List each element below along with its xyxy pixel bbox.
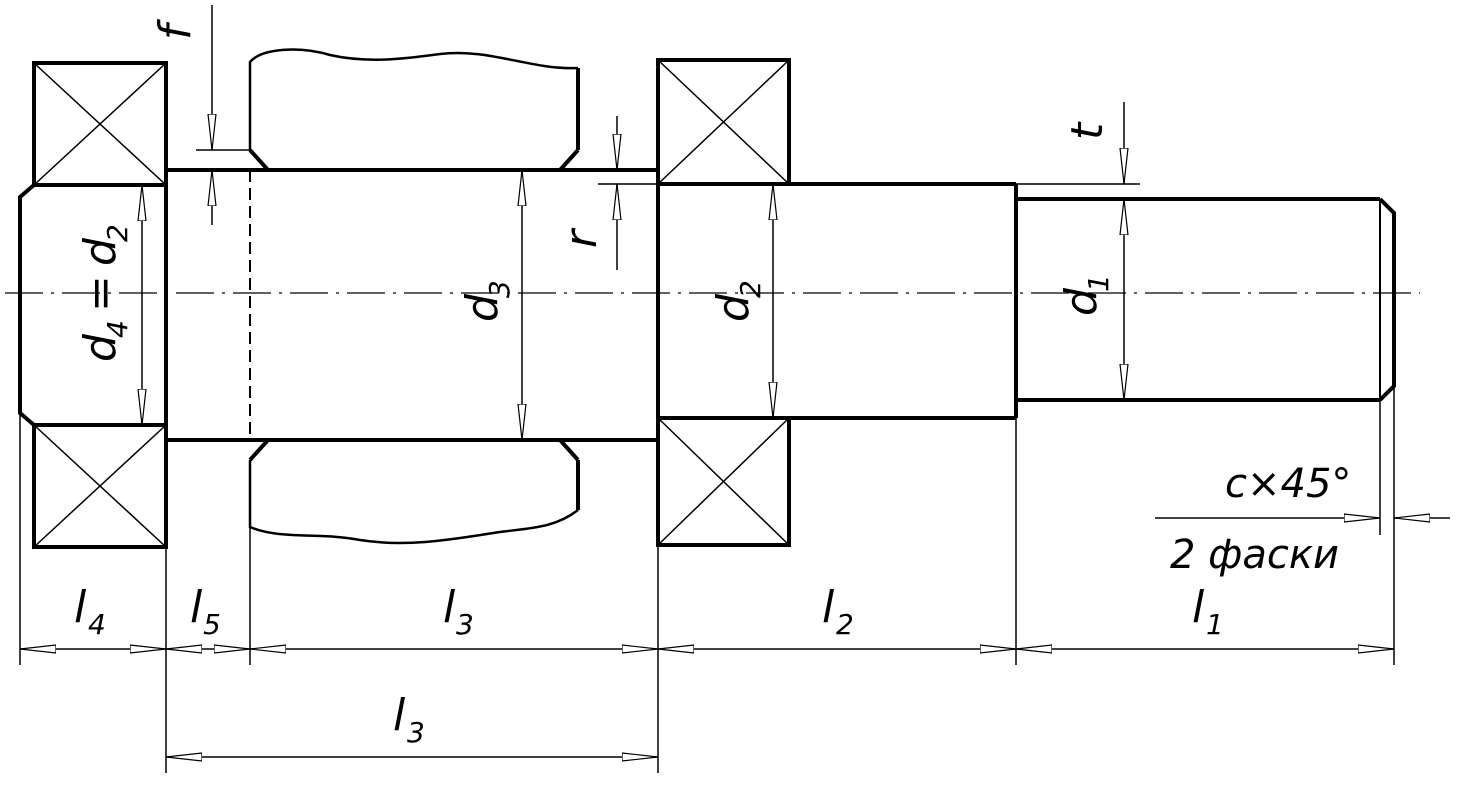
label-l5: l 5: [190, 582, 221, 641]
svg-text:1: 1: [1082, 274, 1115, 292]
svg-text:l: l: [393, 690, 406, 741]
svg-text:d: d: [75, 237, 126, 266]
label-d2: d 2: [708, 280, 767, 322]
label-d1: d 1: [1056, 274, 1115, 316]
extension-lines: [19, 149, 1395, 773]
svg-text:2: 2: [101, 224, 134, 242]
chamfer-size: c×45°: [1225, 461, 1351, 507]
svg-text:l: l: [1192, 582, 1205, 633]
bearing-right-top: [656, 58, 791, 186]
svg-text:f: f: [150, 18, 201, 40]
label-d3: d 3: [457, 280, 516, 322]
label-l3-top: l 3: [443, 582, 474, 641]
label-l4: l 4: [74, 582, 106, 641]
svg-text:d: d: [1056, 287, 1107, 316]
label-d4-eq-d2: d 4 = d 2: [75, 224, 134, 362]
svg-text:l: l: [74, 582, 87, 633]
svg-text:3: 3: [407, 716, 425, 749]
svg-text:d: d: [457, 293, 508, 322]
svg-text:2: 2: [836, 608, 854, 641]
svg-text:3: 3: [456, 608, 474, 641]
label-l3-bottom: l 3: [393, 690, 425, 749]
label-t: t: [1062, 121, 1113, 140]
bearing-right-bottom: [656, 416, 791, 547]
svg-text:l: l: [190, 582, 203, 633]
svg-text:t: t: [1062, 121, 1113, 140]
chamfer-count: 2 фаски: [1170, 532, 1339, 578]
label-r: r: [556, 227, 607, 248]
svg-text:l: l: [822, 582, 835, 633]
svg-text:d: d: [75, 333, 126, 362]
svg-text:d: d: [708, 293, 759, 322]
svg-text:4: 4: [101, 320, 134, 338]
bearing-left-bottom: [32, 423, 168, 549]
svg-text:5: 5: [203, 608, 221, 641]
label-l1: l 1: [1192, 582, 1224, 641]
bearing-left-top: [32, 61, 168, 187]
svg-text:4: 4: [88, 608, 106, 641]
gear-hub-top: [248, 48, 580, 172]
svg-text:r: r: [556, 227, 607, 248]
label-l2: l 2: [822, 582, 854, 641]
label-f: f: [150, 18, 201, 40]
svg-text:3: 3: [483, 280, 516, 298]
dimension-lines: [20, 5, 1450, 757]
shaft-outline: [18, 60, 1396, 545]
svg-text:=: =: [75, 275, 126, 312]
svg-text:1: 1: [1206, 608, 1224, 641]
gear-hub-bottom: [248, 438, 580, 545]
svg-text:2: 2: [734, 280, 767, 298]
svg-text:l: l: [443, 582, 456, 633]
